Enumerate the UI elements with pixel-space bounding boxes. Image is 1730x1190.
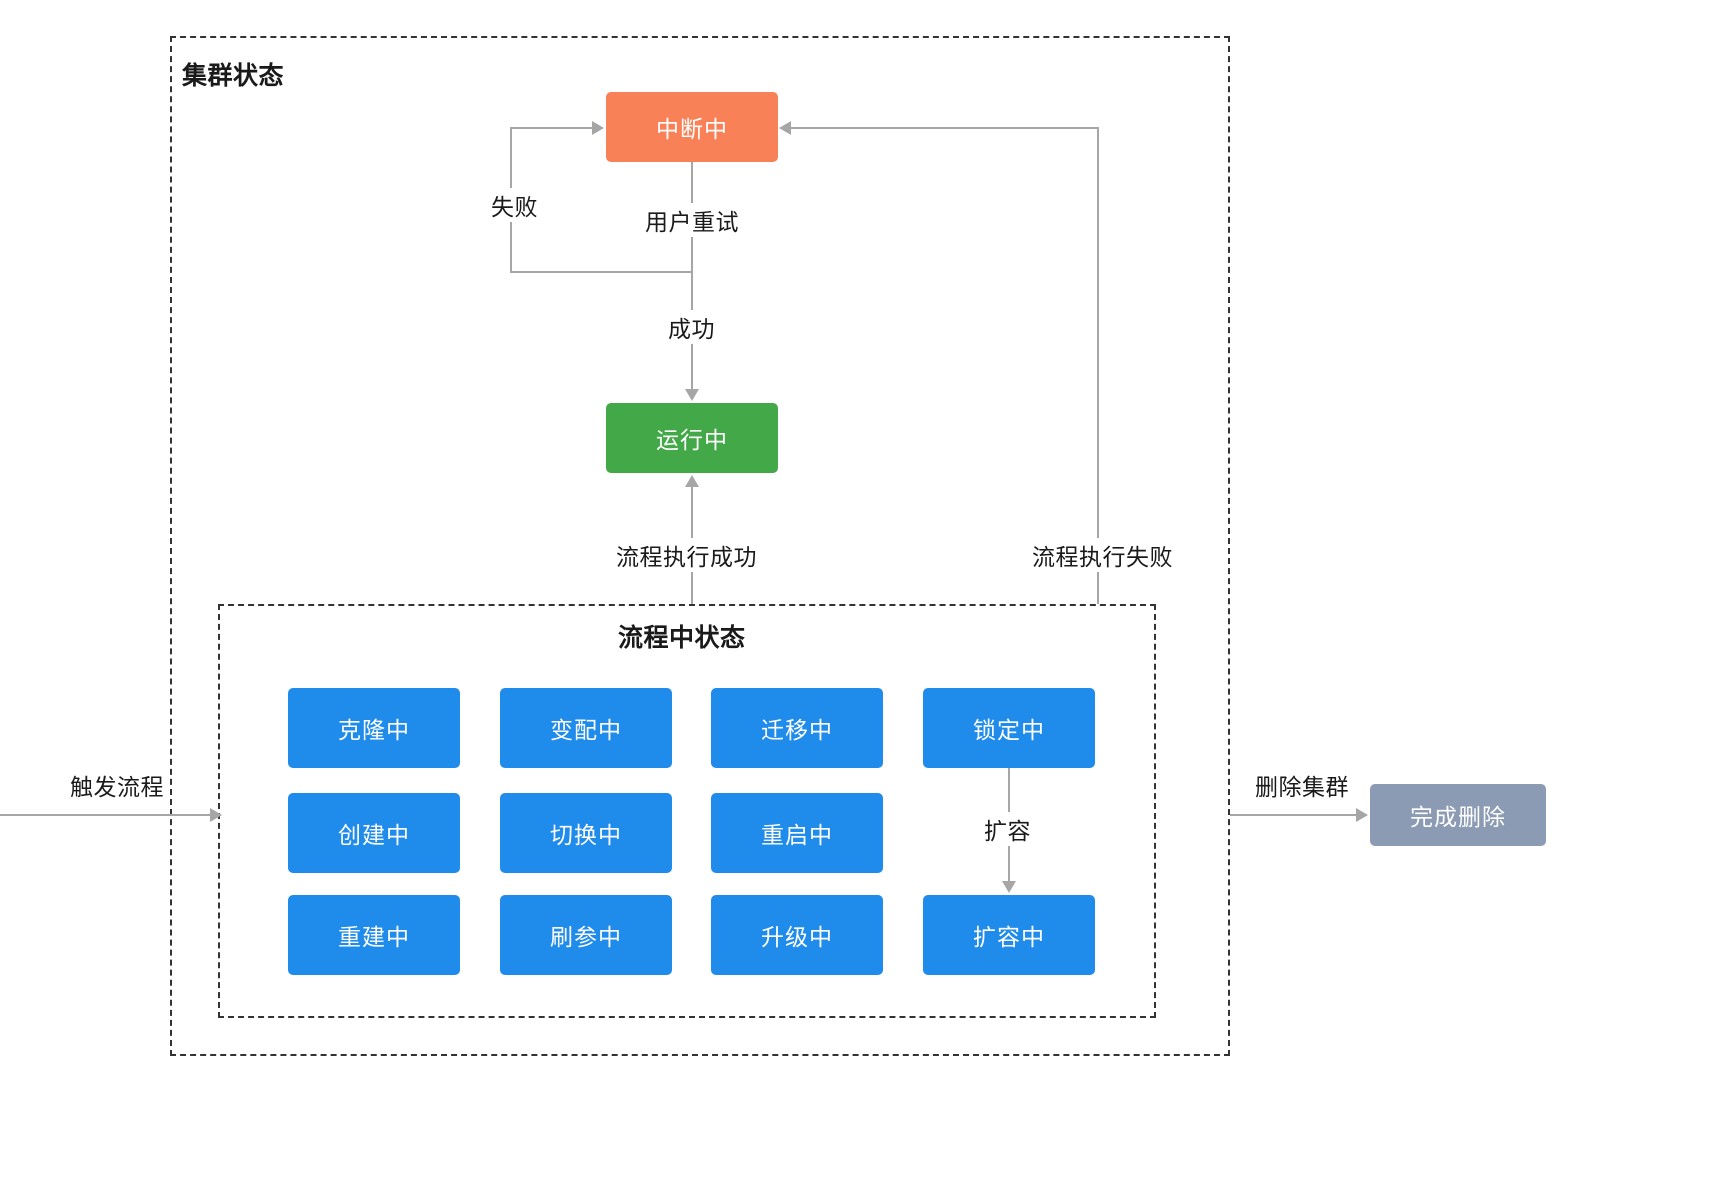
edge-label-delete-cluster: 删除集群	[1251, 768, 1353, 802]
edge-flow-fail-horizontal	[791, 127, 1099, 129]
node-delete-complete[interactable]: 完成删除	[1370, 784, 1546, 846]
node-interrupting-label: 中断中	[656, 116, 728, 142]
node-cloning[interactable]: 克隆中	[288, 688, 460, 768]
edge-scale-out-arrowhead	[1002, 881, 1016, 893]
edge-fail-into-node	[510, 127, 594, 129]
node-creating-label: 创建中	[338, 822, 410, 848]
node-running[interactable]: 运行中	[606, 403, 778, 473]
edge-retry-success-vertical	[691, 162, 693, 391]
node-cloning-label: 克隆中	[338, 717, 410, 743]
node-rebuilding-label: 重建中	[338, 924, 410, 950]
edge-label-flow-success: 流程执行成功	[612, 538, 761, 572]
node-upgrading-label: 升级中	[761, 924, 833, 950]
node-restarting[interactable]: 重启中	[711, 793, 883, 873]
edge-trigger-flow-arrowhead	[210, 808, 222, 822]
edge-flow-fail-arrowhead	[779, 121, 791, 135]
edge-label-flow-fail: 流程执行失败	[1028, 538, 1177, 572]
node-rebuilding[interactable]: 重建中	[288, 895, 460, 975]
node-migrating[interactable]: 迁移中	[711, 688, 883, 768]
node-refreshing-params[interactable]: 刷参中	[500, 895, 672, 975]
edge-fail-horizontal	[510, 271, 692, 273]
cluster-state-container	[170, 36, 1230, 1056]
edge-success-arrowhead	[685, 389, 699, 401]
edge-fail-arrowhead	[592, 121, 604, 135]
edge-label-user-retry: 用户重试	[641, 203, 743, 237]
edge-label-scale-out: 扩容	[980, 812, 1035, 846]
node-running-label: 运行中	[656, 427, 728, 453]
node-migrating-label: 迁移中	[761, 717, 833, 743]
node-reconfiguring[interactable]: 变配中	[500, 688, 672, 768]
edge-label-trigger-flow: 触发流程	[66, 768, 168, 802]
node-refreshing-params-label: 刷参中	[550, 924, 622, 950]
node-switching-label: 切换中	[550, 822, 622, 848]
node-locking[interactable]: 锁定中	[923, 688, 1095, 768]
node-scaling-out-label: 扩容中	[973, 924, 1045, 950]
edge-delete-cluster-arrowhead	[1356, 808, 1368, 822]
edge-trigger-flow-horizontal	[0, 814, 212, 816]
node-delete-complete-label: 完成删除	[1410, 804, 1506, 830]
in-process-state-title: 流程中状态	[618, 624, 746, 652]
edge-flow-fail-vertical	[1097, 128, 1099, 604]
node-upgrading[interactable]: 升级中	[711, 895, 883, 975]
edge-label-success: 成功	[664, 310, 719, 344]
node-scaling-out[interactable]: 扩容中	[923, 895, 1095, 975]
node-interrupting[interactable]: 中断中	[606, 92, 778, 162]
node-creating[interactable]: 创建中	[288, 793, 460, 873]
edge-delete-cluster-horizontal	[1230, 814, 1358, 816]
edge-flow-success-arrowhead	[685, 475, 699, 487]
node-reconfiguring-label: 变配中	[550, 717, 622, 743]
node-locking-label: 锁定中	[973, 717, 1045, 743]
cluster-state-title: 集群状态	[182, 62, 285, 90]
node-restarting-label: 重启中	[761, 822, 833, 848]
node-switching[interactable]: 切换中	[500, 793, 672, 873]
edge-label-fail: 失败	[487, 188, 542, 222]
